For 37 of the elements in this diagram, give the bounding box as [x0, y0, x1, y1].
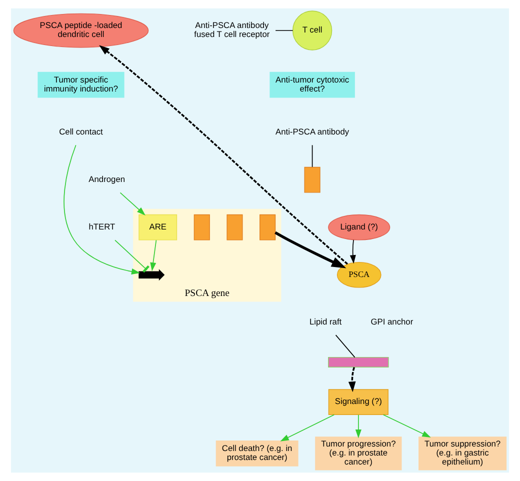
node-box: Cell death? (e.g. in prostate cancer): [216, 440, 298, 466]
arrow: [150, 240, 157, 272]
connector: [114, 240, 150, 273]
node-ellipse: PSCA peptide -loaded dendritic cell: [13, 13, 149, 48]
node-box: Tumor suppression? (e.g. in gastric epithelium): [418, 436, 507, 470]
arrow: [64, 144, 140, 275]
arrow: [280, 414, 335, 442]
node-text: Lipid raft: [310, 316, 342, 327]
node-box: [226, 214, 243, 240]
node-box: Tumor progression? (e.g. in prostate cancer): [315, 436, 402, 470]
connector: [275, 30, 294, 31]
node-text: Anti-PSCA antibody fused T cell receptor: [194, 20, 270, 40]
node-text: Androgen: [88, 174, 126, 184]
connector: [335, 334, 356, 358]
arrow: [355, 414, 362, 438]
node-box: Signaling (?): [328, 389, 388, 415]
node-box: [304, 166, 320, 193]
node-text: Anti-PSCA antibody: [276, 126, 350, 136]
node-text: hTERT: [88, 222, 116, 232]
arrow: [99, 45, 348, 265]
node-text: Cell contact: [59, 126, 103, 136]
arrow: [274, 231, 346, 268]
node-box: [260, 214, 276, 240]
node-box: [194, 214, 210, 240]
node-box: Tumor specific immunity induction?: [38, 72, 124, 98]
node-arrow: [138, 269, 165, 281]
arrow: [348, 367, 356, 392]
arrow: [120, 192, 146, 216]
node-bar: [328, 356, 389, 368]
node-ellipse: Ligand (?): [328, 214, 390, 240]
label: GPI anchor: [370, 316, 414, 327]
arrow: [382, 414, 431, 438]
node-box: ARE: [138, 214, 178, 240]
node-box: Anti-tumor cytotoxic effect?: [270, 72, 355, 98]
node-circle: T cell: [292, 10, 332, 50]
arrow: [350, 240, 356, 264]
connector: [312, 144, 313, 168]
